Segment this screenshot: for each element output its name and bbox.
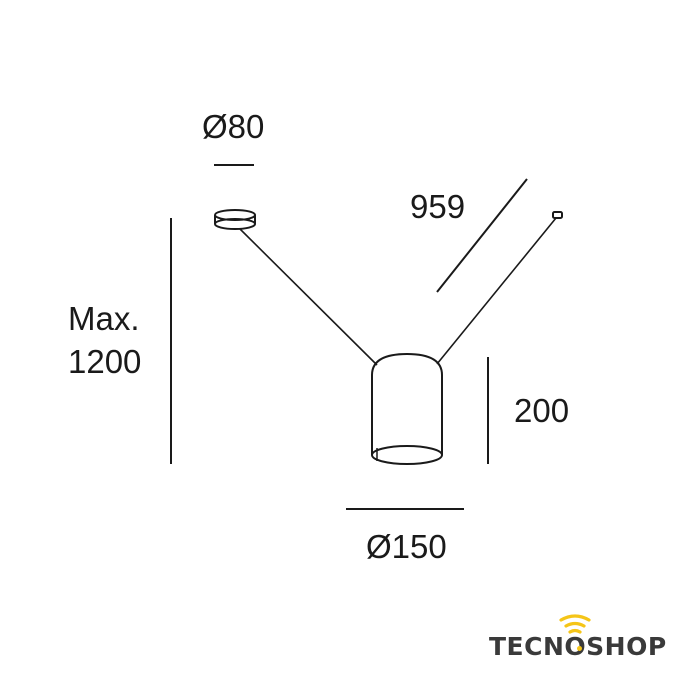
wifi-signal-icon xyxy=(559,614,591,634)
max-height-label-line2: 1200 xyxy=(68,343,142,380)
cable-dimension-line xyxy=(436,178,528,293)
cable-right xyxy=(436,217,557,365)
max-height-label-line1: Max. xyxy=(68,300,140,337)
lamp-shade xyxy=(371,352,443,465)
cable-left xyxy=(239,228,378,366)
tecnoshop-logo: TECNOSHOP xyxy=(489,612,669,661)
shade-diameter-label: Ø150 xyxy=(366,528,447,565)
cable-length-label: 959 xyxy=(410,188,466,225)
anchor-point xyxy=(552,211,563,219)
brand-dot xyxy=(577,646,582,651)
shade-height-label: 200 xyxy=(514,392,570,429)
canopy xyxy=(214,209,256,230)
canopy-diameter-label: Ø80 xyxy=(202,108,265,145)
